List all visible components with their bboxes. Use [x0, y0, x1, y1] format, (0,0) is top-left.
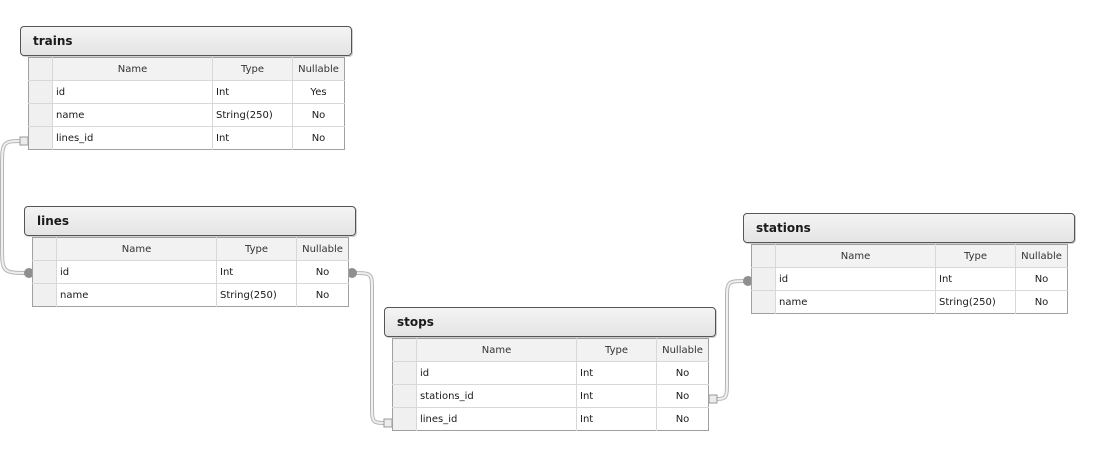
column-header-name: Name: [52, 57, 213, 81]
field-type: String(250): [935, 290, 1016, 314]
field-nullable: No: [656, 361, 709, 385]
field-nullable: No: [292, 103, 345, 127]
field-nullable: No: [675, 413, 690, 425]
row-selector[interactable]: [28, 103, 53, 127]
table-row[interactable]: id Int No: [392, 361, 709, 385]
column-header-nullable: Nullable: [1015, 244, 1068, 268]
table-row[interactable]: name String(250) No: [32, 283, 349, 307]
column-header-nullable: Nullable: [292, 57, 345, 81]
row-header-corner: [28, 57, 53, 81]
field-name: name: [52, 103, 213, 127]
row-selector[interactable]: [28, 126, 53, 150]
field-name: lines_id: [52, 126, 213, 150]
column-header-row: Name Type Nullable: [32, 237, 349, 261]
column-header-nullable: Nullable: [656, 338, 709, 362]
table-row[interactable]: name String(250) No: [28, 103, 345, 127]
row-header-corner: [392, 338, 417, 362]
column-header-nullable: Nullable: [296, 237, 349, 261]
field-name: id: [52, 80, 213, 104]
field-nullable: No: [1034, 296, 1049, 308]
column-header-type: Type: [216, 237, 297, 261]
row-selector[interactable]: [28, 80, 53, 104]
entity-trains-table: Name Type Nullable id Int Yes name Strin…: [28, 57, 345, 150]
field-type: Int: [212, 126, 293, 150]
connector-line: [351, 272, 389, 424]
connector-stops-lines: [347, 268, 393, 428]
column-header-row: Name Type Nullable: [28, 57, 345, 81]
entity-lines-table: Name Type Nullable id Int No name String…: [32, 237, 349, 307]
field-name: lines_id: [416, 407, 577, 431]
entity-stations-header[interactable]: stations: [743, 213, 1075, 243]
column-header-name: Name: [775, 244, 936, 268]
row-selector[interactable]: [392, 407, 417, 431]
column-header-row: Name Type Nullable: [392, 338, 709, 362]
entity-stops-table: Name Type Nullable id Int No stations_id…: [392, 338, 709, 431]
field-name: id: [416, 361, 577, 385]
column-header-type: Type: [935, 244, 1016, 268]
field-name: id: [775, 267, 936, 291]
row-selector[interactable]: [751, 290, 776, 314]
entity-stations-table: Name Type Nullable id Int No name String…: [751, 244, 1068, 314]
column-header-row: Name Type Nullable: [751, 244, 1068, 268]
table-row[interactable]: id Int No: [32, 260, 349, 284]
field-nullable: No: [315, 289, 330, 301]
field-type: String(250): [212, 103, 293, 127]
column-header-name: Name: [56, 237, 217, 261]
table-row[interactable]: lines_id Int No: [28, 126, 345, 150]
connector-line-outline: [712, 279, 749, 401]
field-type: String(250): [216, 283, 297, 307]
row-selector[interactable]: [751, 267, 776, 291]
foreign-key-marker: [708, 394, 718, 404]
table-row[interactable]: name String(250) No: [751, 290, 1068, 314]
column-header-type: Type: [212, 57, 293, 81]
field-type: Int: [576, 384, 657, 408]
foreign-key-marker: [383, 418, 393, 428]
table-row[interactable]: id Int Yes: [28, 80, 345, 104]
field-type: Int: [935, 267, 1016, 291]
field-name: stations_id: [416, 384, 577, 408]
row-header-corner: [32, 237, 57, 261]
field-name: name: [775, 290, 936, 314]
field-name: id: [56, 260, 217, 284]
table-row[interactable]: id Int No: [751, 267, 1068, 291]
column-header-type: Type: [576, 338, 657, 362]
entity-trains-header[interactable]: trains: [20, 26, 352, 56]
column-header-name: Name: [416, 338, 577, 362]
connector-line: [712, 280, 749, 400]
field-type: Int: [216, 260, 297, 284]
field-type: Int: [576, 361, 657, 385]
foreign-key-marker: [19, 136, 29, 146]
field-name: name: [56, 283, 217, 307]
table-row[interactable]: stations_id Int No: [392, 384, 709, 408]
row-selector[interactable]: [32, 260, 57, 284]
field-nullable: No: [311, 132, 326, 144]
connector-line-outline: [351, 271, 389, 425]
field-type: Int: [212, 80, 293, 104]
field-nullable: No: [296, 260, 349, 284]
connector-stops-stations: [708, 276, 753, 404]
row-selector[interactable]: [392, 384, 417, 408]
table-row[interactable]: lines_id Int No: [392, 407, 709, 431]
field-nullable: No: [656, 384, 709, 408]
entity-stops-header[interactable]: stops: [384, 307, 716, 337]
field-nullable: Yes: [292, 80, 345, 104]
row-selector[interactable]: [392, 361, 417, 385]
row-selector[interactable]: [32, 283, 57, 307]
entity-lines-header[interactable]: lines: [24, 206, 356, 236]
field-type: Int: [576, 407, 657, 431]
field-nullable: No: [1015, 267, 1068, 291]
row-header-corner: [751, 244, 776, 268]
